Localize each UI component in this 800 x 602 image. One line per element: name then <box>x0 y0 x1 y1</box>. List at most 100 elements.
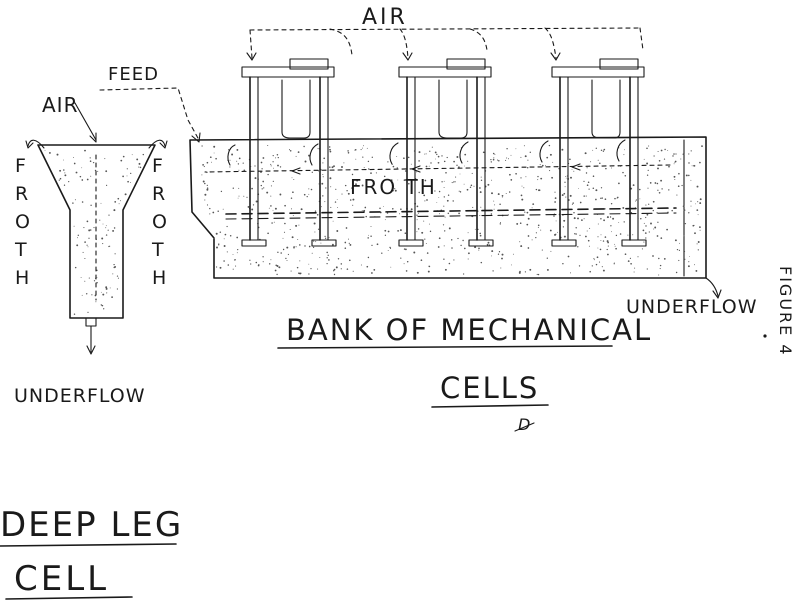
slurry-speck <box>329 166 331 168</box>
slurry-speck <box>336 199 338 200</box>
slurry-speck <box>600 240 602 242</box>
slurry-speck <box>467 252 470 255</box>
slurry-speck <box>328 259 330 261</box>
slurry-speck <box>599 162 601 165</box>
slurry-speck <box>84 257 86 260</box>
slurry-speck <box>573 170 575 172</box>
slurry-speck <box>84 149 86 152</box>
slurry-speck <box>501 196 503 198</box>
slurry-speck <box>75 171 78 174</box>
slurry-speck <box>219 231 222 233</box>
slurry-speck <box>479 191 482 194</box>
deep-leg-outlet <box>85 317 97 327</box>
slurry-speck <box>442 224 445 226</box>
slurry-speck <box>690 205 692 207</box>
slurry-speck <box>323 157 326 160</box>
slurry-speck <box>333 268 336 271</box>
bank-title-underline-2 <box>431 404 549 408</box>
slurry-speck <box>227 264 230 266</box>
slurry-speck <box>575 233 577 235</box>
slurry-speck <box>283 231 286 233</box>
slurry-speck <box>611 231 612 233</box>
slurry-speck <box>549 170 551 172</box>
slurry-speck <box>84 280 86 282</box>
slurry-speck <box>612 217 615 220</box>
slurry-speck <box>426 252 429 254</box>
slurry-speck <box>335 266 338 269</box>
slurry-speck <box>598 261 601 263</box>
air-drop-4 <box>469 28 488 51</box>
slurry-speck <box>520 156 522 158</box>
slurry-speck <box>443 180 445 182</box>
slurry-speck <box>89 157 91 159</box>
slurry-speck <box>270 165 272 167</box>
slurry-speck <box>460 244 462 247</box>
slurry-speck <box>389 246 391 249</box>
slurry-speck <box>532 203 535 205</box>
slurry-speck <box>216 246 218 249</box>
slurry-speck <box>270 163 272 165</box>
slurry-speck <box>562 262 564 265</box>
slurry-speck <box>297 239 299 241</box>
air-header-line <box>249 27 641 31</box>
froth-right-char-2: R <box>152 183 165 205</box>
slurry-speck <box>77 234 80 236</box>
slurry-speck <box>112 273 114 275</box>
slurry-speck <box>384 219 386 221</box>
impeller-left <box>241 239 267 247</box>
slurry-speck <box>688 261 690 263</box>
slurry-speck <box>329 177 332 180</box>
slurry-speck <box>592 175 595 177</box>
slurry-speck <box>77 237 78 239</box>
slurry-speck <box>370 235 372 238</box>
slurry-speck <box>74 199 76 201</box>
slurry-speck <box>447 212 450 215</box>
slurry-speck <box>220 190 223 193</box>
slurry-speck <box>571 169 573 170</box>
slurry-speck <box>284 222 286 225</box>
slurry-speck <box>536 273 538 275</box>
slurry-speck <box>273 221 275 223</box>
froth-overflow-arrow-left <box>27 139 45 149</box>
slurry-speck <box>304 245 306 247</box>
slurry-speck <box>88 277 90 279</box>
slurry-speck <box>100 304 102 306</box>
slurry-speck <box>586 167 588 169</box>
slurry-speck <box>364 206 367 209</box>
air-arrowhead-left <box>89 132 97 143</box>
slurry-speck <box>573 211 575 214</box>
slurry-speck <box>434 190 436 192</box>
motor-mount <box>446 58 486 70</box>
slurry-speck <box>333 165 335 168</box>
slurry-speck <box>413 251 416 254</box>
slurry-speck <box>556 231 558 233</box>
slurry-speck <box>92 161 95 164</box>
slurry-speck <box>595 189 598 192</box>
slurry-speck <box>501 253 504 256</box>
slurry-speck <box>116 288 118 290</box>
underflow-pipe-right <box>705 277 719 297</box>
slurry-speck <box>697 249 699 251</box>
slurry-speck <box>649 182 652 184</box>
slurry-speck <box>643 158 645 160</box>
slurry-speck <box>243 169 246 172</box>
slurry-speck <box>694 264 695 266</box>
slurry-speck <box>457 237 459 240</box>
slurry-speck <box>367 160 370 163</box>
slurry-speck <box>270 259 272 261</box>
slurry-speck <box>614 197 616 200</box>
slurry-speck <box>267 144 269 147</box>
slurry-speck <box>487 183 490 186</box>
slurry-speck <box>439 213 440 215</box>
slurry-speck <box>254 165 256 167</box>
slurry-speck <box>583 180 585 182</box>
drive-beam <box>241 66 335 78</box>
slurry-speck <box>289 150 292 152</box>
slurry-speck <box>243 195 245 197</box>
slurry-speck <box>347 238 350 240</box>
slurry-speck <box>113 263 115 266</box>
slurry-speck <box>117 197 120 200</box>
slurry-speck <box>233 259 235 261</box>
slurry-speck <box>236 252 238 254</box>
